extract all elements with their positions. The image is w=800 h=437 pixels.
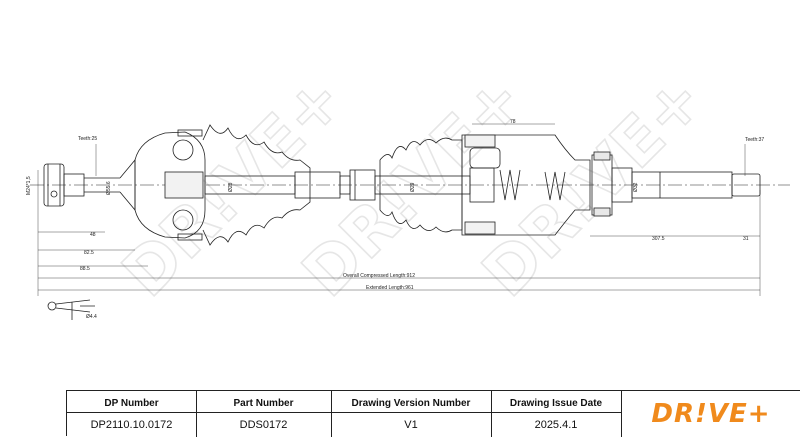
header-part-number: Part Number xyxy=(233,397,294,409)
outer-cv-joint xyxy=(134,129,206,241)
divider-4 xyxy=(621,391,622,437)
divider-3 xyxy=(491,391,492,437)
outer-boot xyxy=(202,124,311,246)
title-block: DP Number Part Number Drawing Version Nu… xyxy=(66,390,800,437)
logo-text: DR!VE+ xyxy=(651,399,771,429)
divider-2 xyxy=(331,391,332,437)
label-d556: Ø55.6 xyxy=(106,181,112,195)
value-drawing-version: V1 xyxy=(404,419,418,431)
label-pin-dia: Ø4.4 xyxy=(86,314,97,320)
label-885: 88.5 xyxy=(80,266,90,272)
label-825: 82.5 xyxy=(84,250,94,256)
label-d32: Ø32 xyxy=(633,182,639,192)
dimension-lines xyxy=(37,123,761,296)
header-dp-number: DP Number xyxy=(104,397,159,409)
header-drawing-version: Drawing Version Number xyxy=(351,397,471,409)
brand-logo: DR!VE+ xyxy=(621,391,800,437)
label-overall-compressed: Overall Compressed Length:912 xyxy=(343,273,415,279)
label-78: 78 xyxy=(510,119,516,125)
label-teeth-left: Teeth:25 xyxy=(78,136,97,142)
label-extended: Extended Length:961 xyxy=(366,285,414,291)
label-m-left: M24*1,5 xyxy=(26,176,32,195)
header-issue-date: Drawing Issue Date xyxy=(509,397,603,409)
value-issue-date: 2025.4.1 xyxy=(534,419,578,431)
label-d29: Ø29 xyxy=(410,182,416,192)
label-teeth-right: Teeth:37 xyxy=(745,137,764,143)
label-31: 31 xyxy=(743,236,749,242)
technical-drawing: DR!VE+ DR!VE+ DR!VE+ xyxy=(26,61,790,320)
inner-joint-housing xyxy=(461,134,613,236)
title-block-divider xyxy=(67,412,621,413)
value-part-number: DDS0172 xyxy=(239,419,288,431)
label-d28: Ø28 xyxy=(228,182,234,192)
right-stub xyxy=(611,167,761,203)
value-dp-number: DP2110.10.0172 xyxy=(90,419,173,431)
divider-1 xyxy=(196,391,197,437)
label-48: 48 xyxy=(90,232,96,238)
dimension-labels: Teeth:25 Teeth:37 M24*1,5 Ø55.6 Ø28 Ø29 … xyxy=(26,119,764,320)
left-stub xyxy=(43,158,136,212)
pin-detail xyxy=(47,299,95,320)
label-3075: 307.5 xyxy=(652,236,665,242)
